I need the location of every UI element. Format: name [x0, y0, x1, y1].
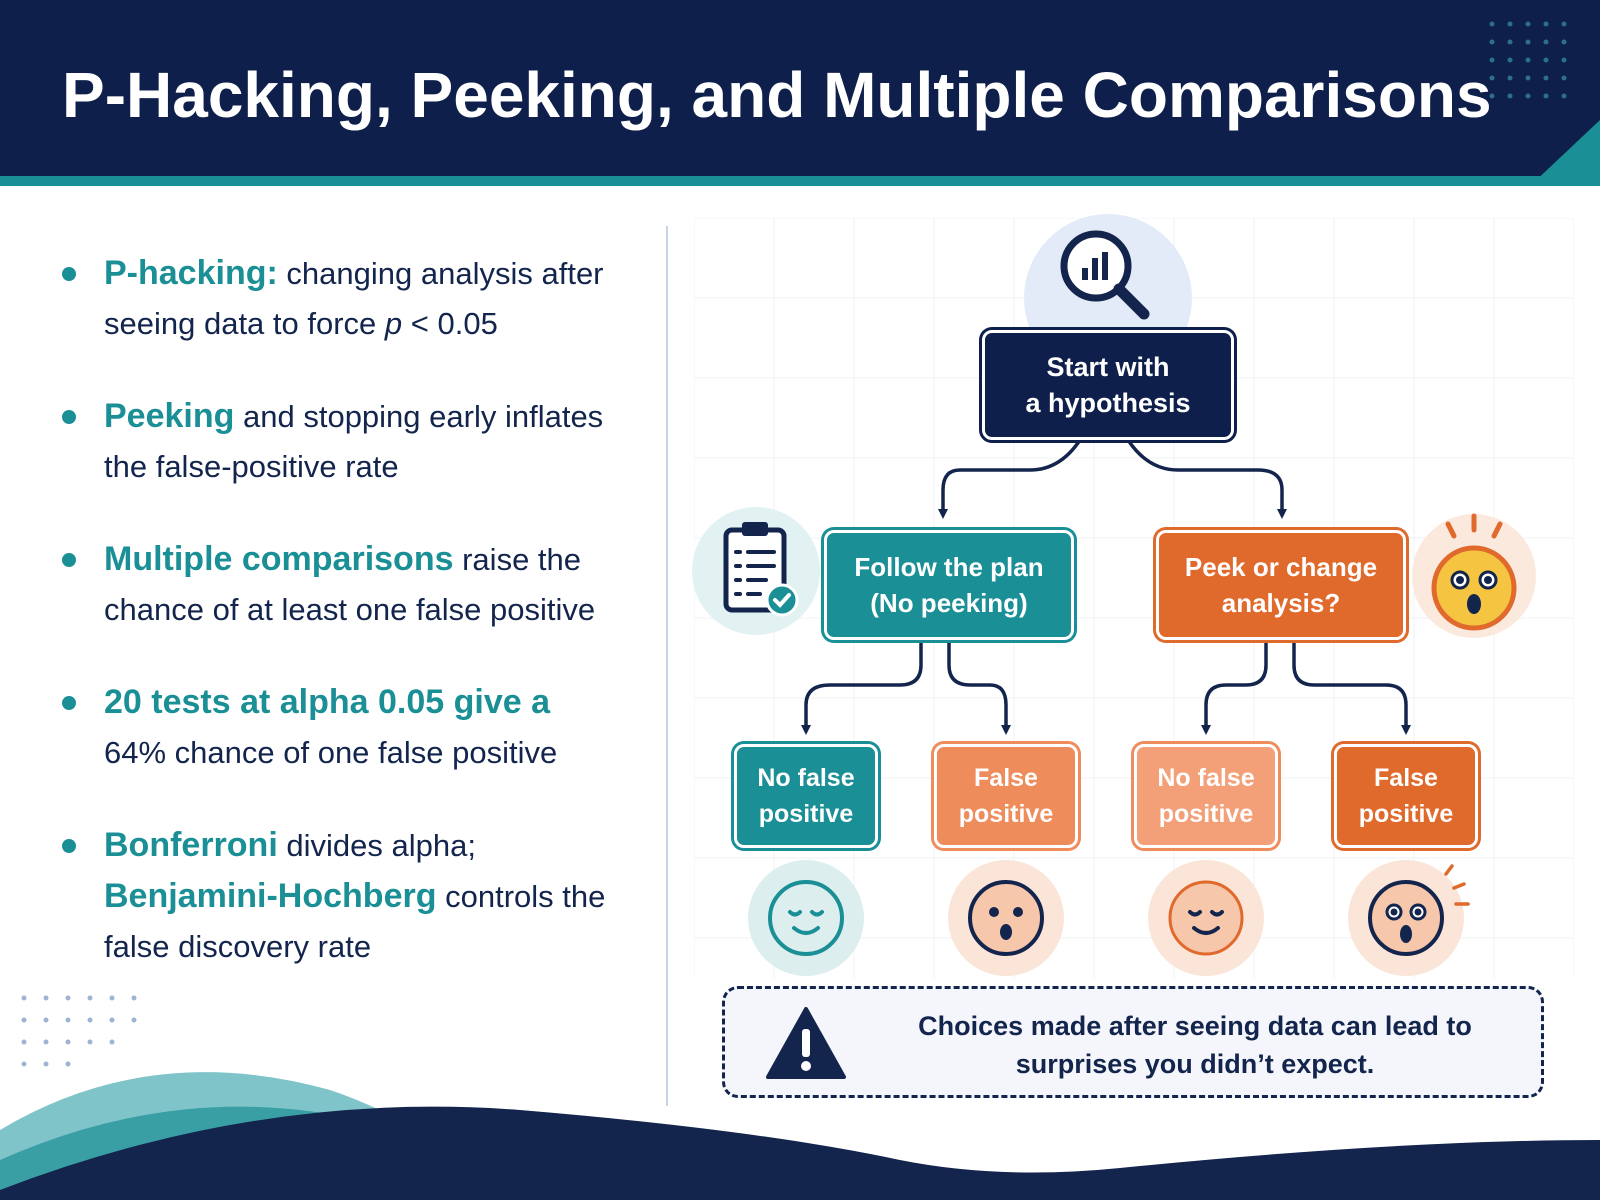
leaf-box-false-positive-2: False positive	[1334, 744, 1478, 848]
bullet-dot	[62, 839, 76, 853]
surprised-face-icon	[1348, 860, 1470, 976]
follow-plan-line2: (No peeking)	[870, 588, 1028, 618]
leaf-line1: False	[1374, 764, 1438, 792]
bullet-italic-p: p	[384, 306, 403, 341]
bullet-keyword: Multiple comparisons	[104, 540, 454, 578]
note-line2: surprises you didn’t expect.	[1015, 1049, 1375, 1079]
column-divider	[666, 226, 668, 1106]
connector-right-leaf4	[1292, 640, 1411, 735]
header-corner-accent	[1530, 120, 1600, 186]
clipboard-check-icon	[692, 507, 820, 635]
bullet-list: P-hacking: changing analysis after seein…	[60, 248, 620, 1014]
surprised-face-icon	[948, 860, 1064, 976]
bullet-keyword: Peeking	[104, 397, 235, 435]
bullet-dot	[62, 553, 76, 567]
connector-right-leaf3	[1201, 640, 1268, 735]
bullet-item: Multiple comparisons raise the chance of…	[60, 534, 620, 635]
connector-start-left	[938, 439, 1082, 519]
calm-face-icon	[1148, 860, 1264, 976]
bullet-text: changing analysis after seeing data to f…	[104, 256, 604, 341]
connector-left-leaf1	[801, 640, 923, 735]
bullet-text-end: controls the false discovery rate	[104, 879, 606, 964]
header-accent-bar	[0, 176, 1600, 186]
follow-plan-line1: Follow the plan	[854, 552, 1044, 582]
bullet-keyword: 20 tests at alpha 0.05 give a	[104, 683, 551, 721]
peek-change-line1: Peek or change	[1184, 552, 1378, 582]
bullet-item: Bonferroni divides alpha; Benjamini-Hoch…	[60, 820, 620, 972]
connector-left-leaf2	[947, 640, 1011, 735]
bullet-keyword-2: Benjamini-Hochberg	[104, 877, 437, 915]
leaf-line2: positive	[758, 800, 854, 828]
start-hypothesis-box: Start with a hypothesis	[982, 330, 1234, 440]
bullet-text-end: < 0.05	[402, 306, 498, 341]
header-dot-pattern	[1489, 21, 1567, 99]
bullet-item: 20 tests at alpha 0.05 give a 64% chance…	[60, 677, 620, 778]
leaf-line1: False	[974, 764, 1038, 792]
magnifier-chart-icon	[1024, 214, 1192, 340]
bullet-keyword: P-hacking:	[104, 254, 278, 292]
bullet-text: divides alpha;	[277, 828, 476, 863]
bullet-item: Peeking and stopping early inflates the …	[60, 391, 620, 492]
peek-change-line2: analysis?	[1221, 588, 1341, 618]
leaf-box-false-positive-1: False positive	[934, 744, 1078, 848]
bullet-item: P-hacking: changing analysis after seein…	[60, 248, 620, 349]
page-title: P-Hacking, Peeking, and Multiple Compari…	[62, 59, 1492, 131]
start-box-line2: a hypothesis	[1025, 388, 1191, 418]
bullet-text: and stopping early inflates the false-po…	[104, 399, 604, 484]
warning-icon	[766, 1007, 846, 1079]
peek-change-box: Peek or change analysis?	[1156, 530, 1406, 640]
calm-face-icon	[748, 860, 864, 976]
bullet-dot	[62, 410, 76, 424]
bullet-text: raise the chance of at least one false p…	[104, 542, 596, 627]
bullet-text: 64% chance of one false positive	[104, 735, 558, 770]
bullet-dot	[62, 696, 76, 710]
leaf-line2: positive	[1358, 800, 1454, 828]
footer-waves	[0, 1072, 1600, 1200]
note-line1: Choices made after seeing data can lead …	[918, 1011, 1472, 1041]
leaf-line1: No false	[757, 764, 855, 792]
follow-plan-box: Follow the plan (No peeking)	[824, 530, 1074, 640]
surprised-face-icon	[1412, 513, 1536, 638]
decor-dot-pattern	[21, 995, 137, 1067]
connector-start-right	[1126, 439, 1287, 519]
warning-note: Choices made after seeing data can lead …	[722, 986, 1544, 1098]
start-box-line1: Start with	[1046, 352, 1170, 382]
leaf-line2: positive	[958, 800, 1054, 828]
leaf-line2: positive	[1158, 800, 1254, 828]
leaf-box-no-false-positive-2: No false positive	[1134, 744, 1278, 848]
leaf-line1: No false	[1157, 764, 1255, 792]
bullet-keyword: Bonferroni	[104, 826, 278, 864]
warning-note-text: Choices made after seeing data can lead …	[865, 1007, 1525, 1083]
header-banner: P-Hacking, Peeking, and Multiple Compari…	[0, 0, 1600, 186]
leaf-box-no-false-positive-1: No false positive	[734, 744, 878, 848]
bullet-dot	[62, 267, 76, 281]
